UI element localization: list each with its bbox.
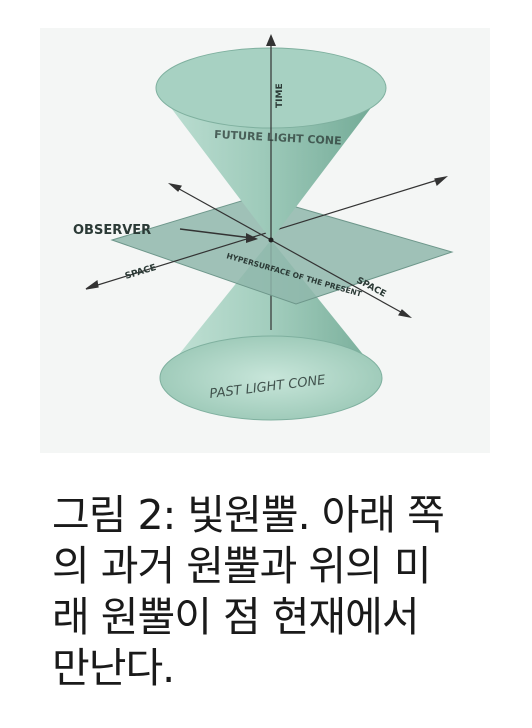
time-axis	[266, 34, 276, 240]
observer-label: OBSERVER	[73, 223, 151, 238]
space-axes	[85, 176, 448, 318]
hypersurface-plane	[110, 195, 454, 305]
observer-arrow	[179, 228, 258, 243]
figure-caption: 그림 2: 빛원뿔. 아래 쪽 의 과거 원뿔과 위의 미 래 원뿔이 점 현재…	[52, 491, 445, 692]
light-cone-diagram: TIME FUTURE LIGHT CONE OBSERVER SPACE HY…	[40, 28, 490, 453]
time-label: TIME	[275, 83, 285, 108]
observer-point	[268, 237, 274, 243]
